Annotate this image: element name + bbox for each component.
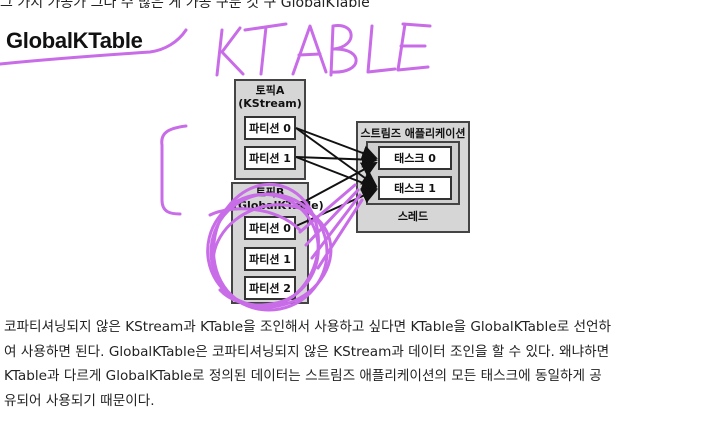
handwritten-letter-b (329, 24, 358, 77)
topic-b-title: 토픽B (255, 186, 285, 199)
topic-a-title: 토픽A (255, 84, 285, 97)
topic-b-partition-2: 파티션 2 (244, 276, 296, 300)
handwritten-letter-e (396, 22, 432, 72)
body-paragraph: 코파티셔닝되지 않은 KStream과 KTable을 조인해서 사용하고 싶다… (4, 315, 706, 413)
handwritten-letter-k (215, 26, 245, 77)
topic-a-partition-1: 파티션 1 (244, 146, 296, 170)
thread-label: 스레드 (397, 210, 429, 223)
handwritten-letter-l (366, 24, 397, 74)
streams-app-title: 스트림즈 애플리케이션 (360, 127, 466, 140)
section-heading: GlobalKTable (6, 28, 143, 53)
topic-b-partition-1: 파티션 1 (244, 247, 296, 271)
paragraph-line-3: KTable과 다르게 GlobalKTable로 정의된 데이터는 스트림즈 … (4, 368, 602, 384)
paragraph-line-4: 유되어 사용되기 때문이다. (4, 392, 155, 409)
paragraph-line-2: 여 사용하면 된다. GlobalKTable은 코파티셔닝되지 않은 KStr… (4, 343, 610, 360)
topic-a-subtitle: (KStream) (238, 97, 302, 110)
left-bracket-stroke (160, 124, 188, 216)
task-0: 태스크 0 (378, 146, 452, 170)
topic-a-partition-0: 파티션 0 (244, 116, 296, 140)
handwritten-letter-t (243, 22, 288, 76)
task-1: 태스크 1 (378, 176, 452, 200)
topic-b-partition-0: 파티션 0 (244, 216, 296, 240)
paragraph-line-1: 코파티셔닝되지 않은 KStream과 KTable을 조인해서 사용하고 싶다… (4, 319, 612, 335)
topic-b-subtitle: (GlobalKTable) (233, 199, 324, 212)
handwritten-letter-a (291, 24, 328, 76)
cut-off-top-line: 그 가지 가공가 그다 수 많은 게 가공 구분 것 구 GlobalKTabl… (0, 0, 370, 8)
